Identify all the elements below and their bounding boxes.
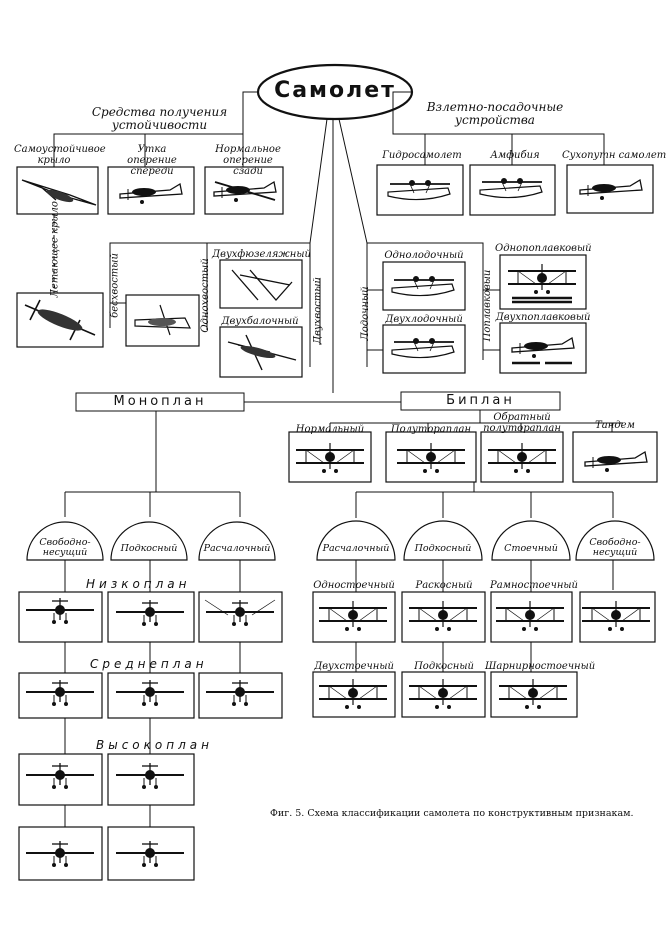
label-flying-wing: Летающее крыло — [49, 201, 61, 298]
label-hydroplane: Гидросамолет — [382, 150, 462, 161]
biplane-bar: Биплан — [446, 393, 515, 408]
label-strut-braced: Подкосный — [414, 661, 474, 672]
label-amphibian: Амфибия — [490, 150, 540, 161]
label-hinged-strut: Шарнирностоечный — [485, 661, 596, 672]
label-twin-tail: Двухвостый — [312, 277, 324, 344]
label-mid-wing: Среднеплан — [90, 657, 208, 671]
dome-cantilever-mono: Свободно- несущий — [39, 537, 91, 558]
group-label-landing: Взлетно-посадочные устройства — [426, 100, 564, 127]
label-sesquiplane: Полутораплан — [390, 424, 472, 435]
dome-strutted-bi: Стоечный — [504, 543, 558, 554]
figure-caption: Фиг. 5. Схема классификации самолета по … — [270, 808, 634, 819]
label-land-plane: Сухопутн самолет — [562, 150, 667, 161]
label-canard: Утка оперение спереди — [127, 144, 177, 177]
label-tandem: Тандем — [595, 420, 635, 431]
group-label-stability: Средства получения устойчивости — [91, 105, 228, 132]
label-frame-strut: Рамностоечный — [489, 580, 578, 591]
label-boat-type: Лодочный — [360, 286, 371, 341]
label-tailless: бесхвостый — [109, 253, 121, 318]
label-high-wing: Высокоплан — [96, 738, 213, 752]
label-single-float: Однопоплавковый — [495, 243, 592, 254]
label-normal-tail: Нормальное оперение сзади — [215, 144, 281, 177]
label-twin-boom: Двухбалочный — [221, 316, 299, 327]
monoplane-bar: Моноплан — [113, 394, 207, 409]
dome-strut-braced-mono: Подкосный — [120, 543, 178, 554]
dome-wire-braced-mono: Расчалочный — [203, 543, 271, 554]
dome-cantilever-bi: Свободно- несущий — [589, 537, 641, 558]
label-twin-float: Двухпоплавковый — [495, 312, 591, 323]
label-diagonal-strut: Раскосный — [415, 580, 473, 591]
label-reverse-sesquiplane: Обратный полутораплан — [483, 412, 561, 434]
label-single-tail: Однохвостый — [200, 258, 211, 333]
label-single-bay: Одностоечный — [313, 580, 395, 591]
label-single-boat: Однолодочный — [384, 250, 464, 261]
label-twin-boat: Двухлодочный — [385, 314, 463, 325]
label-twin-fuselage: Двухфюзеляжный — [212, 249, 311, 260]
label-biplane-normal: Нормальный — [295, 424, 365, 435]
diagram-title: Самолет — [274, 78, 396, 103]
dome-strut-braced-bi: Подкосный — [414, 543, 472, 554]
label-low-wing: Низкоплан — [86, 577, 191, 591]
label-self-stable-wing: Самоустойчивое крыло — [14, 144, 106, 166]
dome-wire-braced-bi: Расчалочный — [322, 543, 390, 554]
label-two-bay: Двухстоечный — [314, 661, 394, 672]
label-float-type: Поплавковый — [482, 269, 493, 342]
